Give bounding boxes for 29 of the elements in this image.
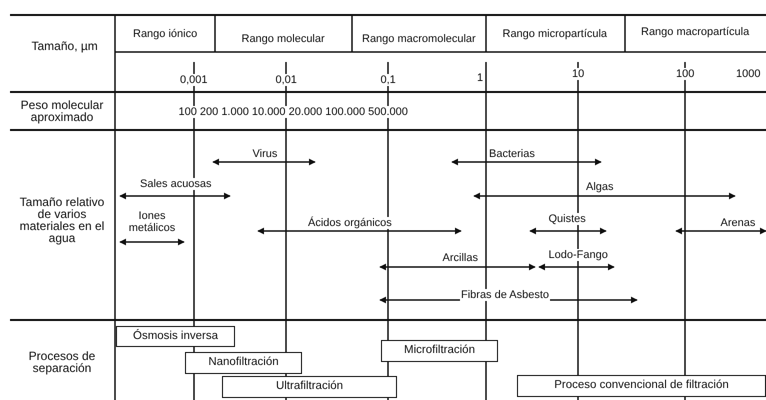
tick-label: 0,01 — [274, 74, 298, 86]
tick-label: 100 — [675, 68, 696, 80]
material-label: Lodo-Fango — [548, 249, 609, 261]
column-header: Rango macromolecular — [361, 33, 477, 45]
material-label: Ácidos orgánicos — [307, 217, 393, 229]
tick-label: 0,001 — [179, 74, 209, 86]
material-label: Quistes — [548, 213, 587, 225]
material-label: Arenas — [720, 217, 756, 229]
process-box: Nanofiltración — [185, 352, 302, 374]
material-label: Virus — [252, 148, 278, 160]
process-box: Ultrafiltración — [222, 376, 397, 398]
column-header: Rango iónico — [132, 28, 198, 40]
process-box: Ósmosis inversa — [116, 326, 235, 347]
tick-label: 1 — [476, 72, 484, 84]
tick-label: 10 — [571, 68, 586, 80]
material-label: Bacterias — [488, 148, 536, 160]
column-header: Rango molecular — [240, 33, 326, 45]
material-label: Sales acuosas — [139, 178, 213, 190]
tick-label: 0,1 — [380, 74, 397, 86]
tick-label: 1000 — [735, 68, 762, 80]
weight-scale: 100 200 1.000 10.000 20.000 100.000 500.000 — [178, 106, 409, 118]
column-header: Rango micropartícula — [502, 28, 608, 40]
row-header: Tamaño, µm — [30, 40, 99, 52]
material-label: Fibras de Asbesto — [460, 289, 550, 301]
material-label: Arcillas — [442, 252, 479, 264]
process-box: Microfiltración — [381, 340, 498, 362]
material-label: Algas — [585, 181, 615, 193]
process-box: Proceso convencional de filtración — [517, 375, 766, 397]
column-header: Rango macropartícula — [640, 26, 750, 38]
